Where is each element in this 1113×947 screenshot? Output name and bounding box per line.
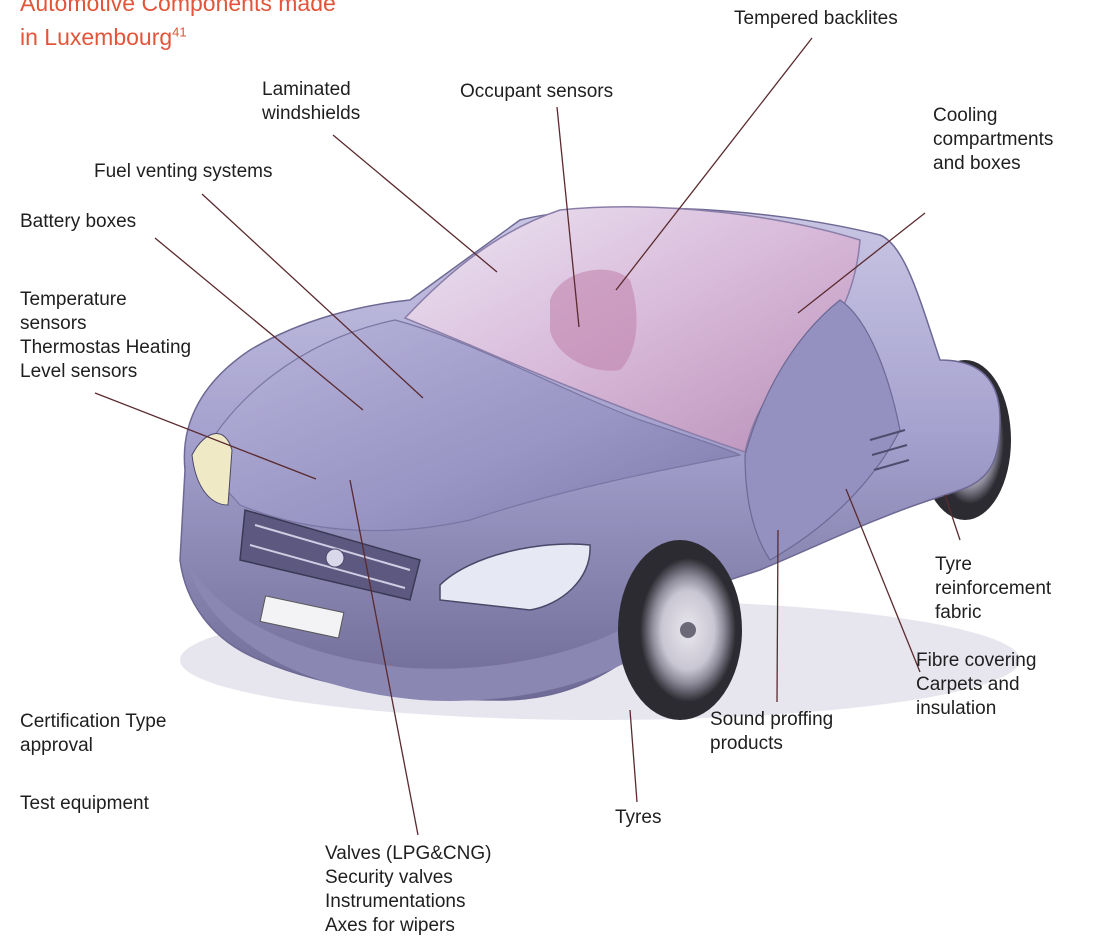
label-certification: Certification Type approval [20,711,167,756]
licence-plate [259,595,345,639]
label-valves: Valves (LPG&CNG) Security valves Instrum… [325,843,492,936]
leader-cooling-compartments [797,212,926,314]
leader-laminated-windshields [332,134,498,273]
label-fibre-covering: Fibre covering Carpets and insulation [916,650,1037,719]
car-seat [550,269,637,371]
leader-lines [94,37,961,836]
leader-tyre-reinforcement [944,494,961,541]
leader-tyres [629,709,638,803]
car-grille [239,509,421,601]
leader-battery-boxes [154,237,364,411]
side-vent [869,429,910,471]
title-line-1: Automotive Components made [20,0,336,16]
label-tempered-backlites: Tempered backlites [734,8,898,29]
label-battery-boxes: Battery boxes [20,211,137,232]
label-laminated-windshields: Laminated windshields [262,79,361,124]
label-cooling-compartments: Cooling compartments and boxes [933,105,1054,174]
label-tyres: Tyres [615,807,662,828]
label-fuel-venting: Fuel venting systems [94,161,273,182]
diagram-title: Automotive Components made in Luxembourg… [20,0,336,54]
title-footnote: 41 [172,24,187,40]
label-test-equipment: Test equipment [20,793,149,814]
leader-tempered-backlites [615,37,813,291]
title-line-2: in Luxembourg [20,24,173,50]
label-temperature-sensors: Temperature sensors Thermostas Heating L… [20,289,192,382]
left-headlight [191,433,233,506]
front-bumper [185,560,640,701]
label-tyre-reinforcement: Tyre reinforcement fabric [935,554,1052,623]
car-door [744,299,901,561]
label-occupant-sensors: Occupant sensors [460,81,614,102]
leader-fuel-venting [201,193,424,399]
leader-fibre-covering [845,488,921,673]
leader-occupant-sensors [556,106,580,328]
car-hood [199,319,742,532]
front-wheel [618,540,742,720]
label-sound-proofing: Sound proffing products [710,709,834,754]
leader-sound-proofing [776,529,779,703]
leader-valves [349,479,419,836]
leader-temperature-sensors [94,392,317,480]
right-headlight [439,543,591,611]
